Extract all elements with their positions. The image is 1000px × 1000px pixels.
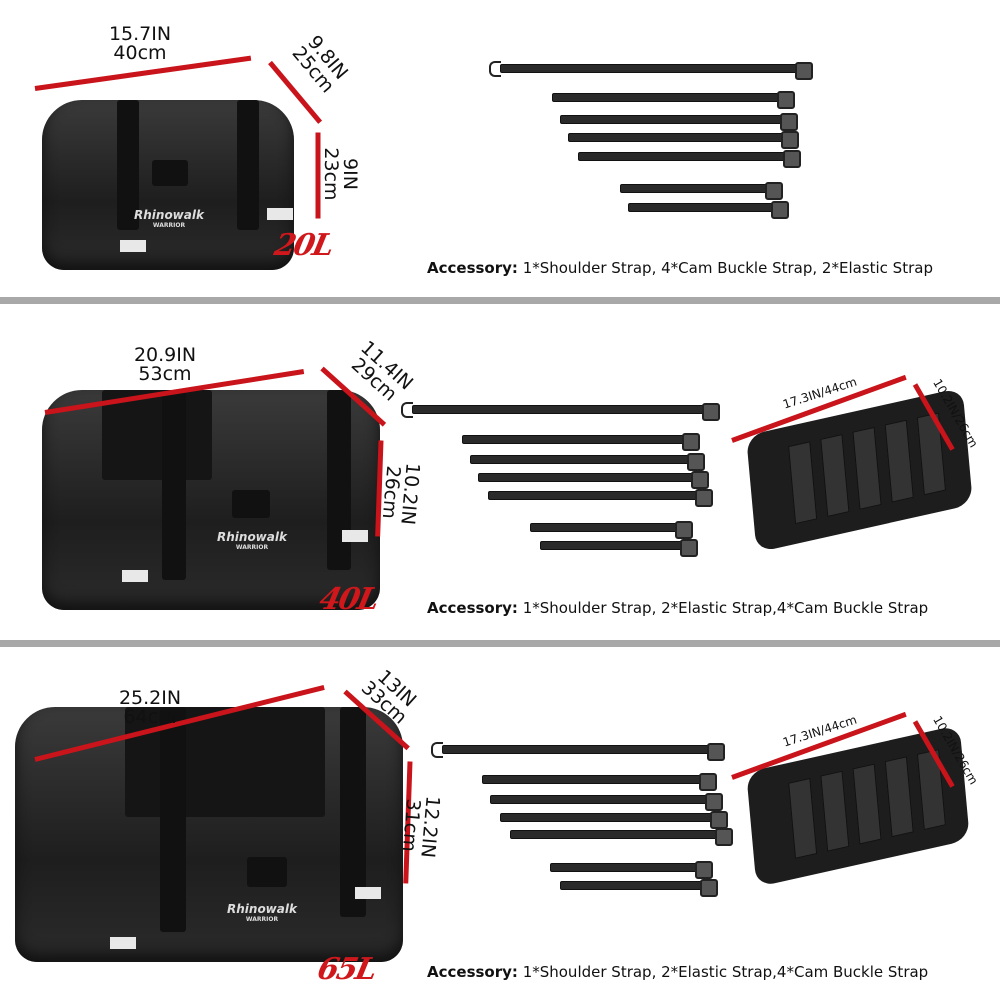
accessory-text: Accessory: 1*Shoulder Strap, 2*Elastic S…	[427, 963, 929, 981]
rhino-logo-patch	[232, 490, 270, 518]
rhino-logo-patch	[152, 160, 188, 186]
rhino-logo-patch	[247, 857, 287, 887]
elastic-strap	[620, 182, 783, 200]
capacity-label: 40L	[316, 582, 381, 617]
shoulder-strap	[489, 61, 813, 80]
section-divider	[0, 297, 1000, 304]
cam-buckle-strap	[500, 811, 728, 829]
cam-buckle-strap	[490, 793, 723, 811]
cam-buckle-strap	[462, 433, 700, 451]
cam-buckle-strap	[560, 113, 798, 131]
cam-buckle-strap	[578, 150, 801, 168]
accessory-text: Accessory: 1*Shoulder Strap, 4*Cam Buckl…	[427, 259, 933, 277]
elastic-strap	[628, 201, 789, 219]
elastic-strap	[560, 879, 718, 897]
section-divider	[0, 640, 1000, 647]
capacity-label: 65L	[314, 952, 379, 987]
cam-buckle-strap	[510, 828, 733, 846]
elastic-strap	[550, 861, 713, 879]
elastic-strap	[530, 521, 693, 539]
accessory-text: Accessory: 1*Shoulder Strap, 2*Elastic S…	[427, 599, 929, 617]
cam-buckle-strap	[470, 453, 705, 471]
capacity-label: 20L	[271, 228, 336, 263]
elastic-strap	[540, 539, 698, 557]
cam-buckle-strap	[552, 91, 795, 109]
cam-buckle-strap	[488, 489, 713, 507]
shoulder-strap	[401, 402, 720, 421]
shoulder-strap	[431, 742, 725, 761]
cam-buckle-strap	[482, 773, 717, 791]
cam-buckle-strap	[568, 131, 799, 149]
cam-buckle-strap	[478, 471, 709, 489]
